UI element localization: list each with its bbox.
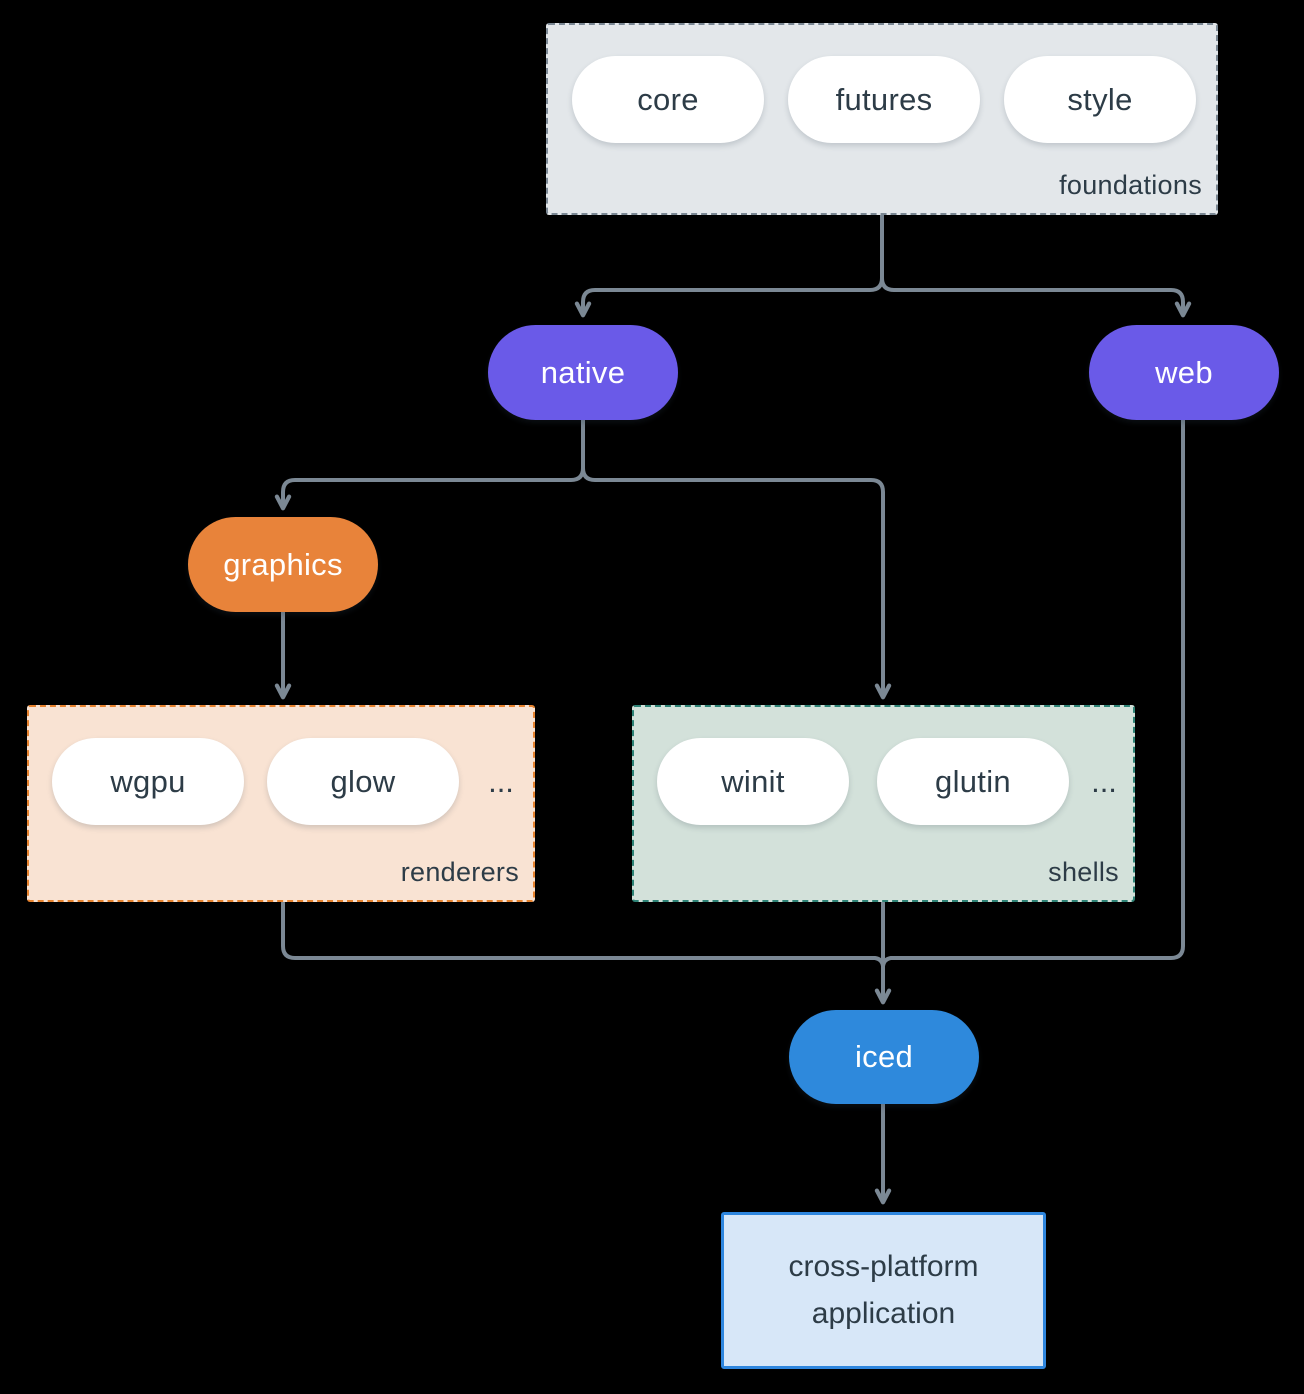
group-shells: winit glutin ... shells <box>632 705 1135 902</box>
arrow-foundations-to-native <box>574 213 884 318</box>
node-core: core <box>572 56 764 143</box>
group-renderers: wgpu glow ... renderers <box>27 705 535 902</box>
group-label-foundations: foundations <box>1059 170 1202 200</box>
node-web: web <box>1089 325 1279 420</box>
group-foundations: core futures style foundations <box>546 23 1218 215</box>
node-futures: futures <box>788 56 980 143</box>
node-winit: winit <box>657 738 849 825</box>
node-native: native <box>488 325 678 420</box>
renderers-ellipsis: ... <box>488 763 514 799</box>
node-style: style <box>1004 56 1196 143</box>
arrow-native-to-shells <box>581 418 892 700</box>
node-glutin: glutin <box>877 738 1069 825</box>
arrow-foundations-to-web <box>880 213 1192 318</box>
node-wgpu: wgpu <box>52 738 244 825</box>
line-renderers-to-merge <box>281 901 885 968</box>
node-graphics: graphics <box>188 517 378 612</box>
shells-ellipsis: ... <box>1091 763 1117 799</box>
group-label-renderers: renderers <box>400 857 519 887</box>
group-label-shells: shells <box>1048 857 1119 887</box>
node-iced: iced <box>789 1010 979 1104</box>
node-cross-platform-application: cross-platform application <box>721 1212 1046 1369</box>
arrow-native-to-graphics <box>274 418 585 511</box>
node-glow: glow <box>267 738 459 825</box>
